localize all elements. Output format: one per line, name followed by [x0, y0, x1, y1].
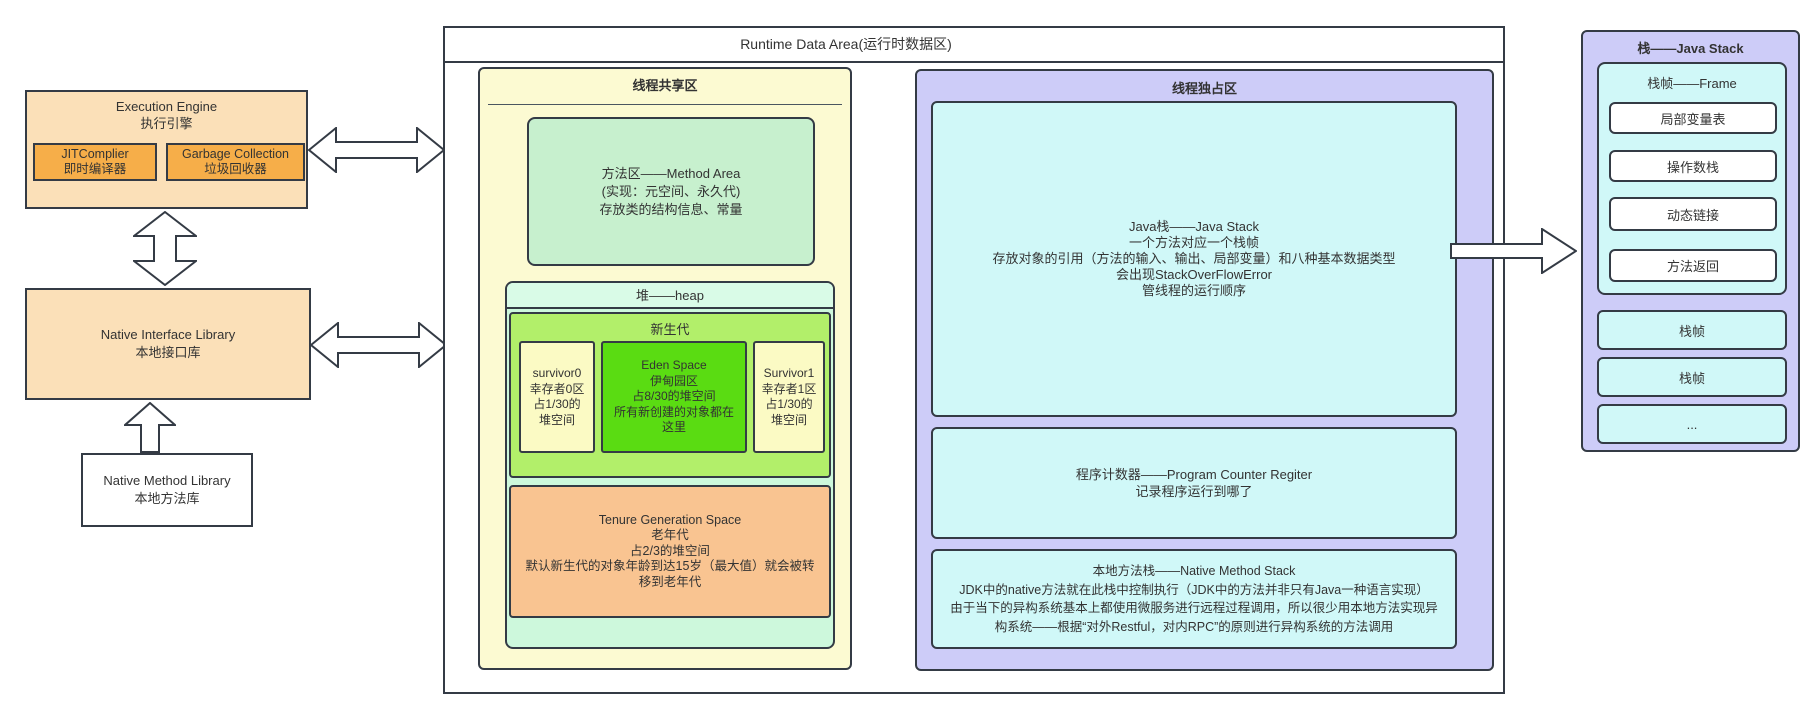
- native-method-stack-box: 本地方法栈——Native Method Stack JDK中的native方法…: [931, 549, 1457, 649]
- stack-frame-item-more: ...: [1597, 404, 1787, 444]
- native-method-stack-line: 由于当下的异构系统基本上都使用微服务进行远程过程调用，所以很少用本地方法实现异: [950, 601, 1438, 615]
- execution-engine-title-en: Execution Engine: [115, 99, 218, 114]
- stack-frame-item: 栈帧: [1597, 310, 1787, 350]
- dynamic-linking-box: 动态链接: [1609, 197, 1777, 231]
- stack-frame-item: 栈帧: [1597, 357, 1787, 397]
- eden-space-box: Eden Space 伊甸园区 占8/30的堆空间 所有新创建的对象都在 这里: [601, 341, 747, 453]
- survivor1-box: Survivor1 幸存者1区 占1/30的 堆空间: [753, 341, 825, 453]
- arrow-native-runtime: [310, 322, 447, 368]
- execution-engine-box: Execution Engine 执行引擎 JITComplier 即时编译器 …: [25, 90, 308, 209]
- survivor1-line: 幸存者1区: [761, 381, 817, 396]
- stack-frame-title: 栈帧——Frame: [1647, 76, 1737, 91]
- heap-title: 堆——heap: [507, 283, 833, 309]
- thread-shared-area-title: 线程共享区: [632, 78, 698, 93]
- java-stack-line: 会出现StackOverFlowError: [1115, 267, 1273, 282]
- execution-engine-title-zh: 执行引擎: [140, 116, 193, 131]
- stack-frame-box: 栈帧——Frame 局部变量表 操作数栈 动态链接 方法返回: [1597, 62, 1787, 295]
- heap-box: 堆——heap 新生代 survivor0 幸存者0区 占1/30的 堆空间 E…: [505, 281, 835, 649]
- arrow-engine-runtime: [308, 127, 445, 173]
- arrow-java-stack-detail: [1450, 228, 1577, 274]
- thread-shared-title-divider: [488, 104, 842, 105]
- garbage-collection-box: Garbage Collection 垃圾回收器: [166, 143, 305, 181]
- old-generation-line: 移到老年代: [638, 574, 702, 589]
- method-return-box: 方法返回: [1609, 249, 1777, 282]
- eden-line: 这里: [661, 420, 686, 435]
- old-generation-line: 老年代: [651, 528, 689, 543]
- java-stack-line: 管线程的运行顺序: [1141, 283, 1246, 298]
- java-stack-line: 一个方法对应一个栈帧: [1128, 235, 1259, 250]
- method-return-label: 方法返回: [1666, 259, 1719, 274]
- native-method-stack-line: 本地方法栈——Native Method Stack: [1092, 564, 1296, 578]
- survivor0-line: 幸存者0区: [529, 381, 585, 396]
- arrow-engine-native-interface: [133, 211, 197, 286]
- old-generation-line: 默认新生代的对象年龄到达15岁（最大值）就会被转: [525, 559, 815, 574]
- eden-line: 占8/30的堆空间: [632, 389, 716, 404]
- survivor1-line: 占1/30的: [765, 397, 813, 411]
- native-interface-library-box: Native Interface Library 本地接口库: [25, 288, 311, 400]
- native-interface-label-zh: 本地接口库: [135, 345, 201, 360]
- native-method-library-label-zh: 本地方法库: [134, 491, 200, 506]
- eden-line: Eden Space: [641, 358, 707, 373]
- thread-exclusive-area: 线程独占区 Java栈——Java Stack 一个方法对应一个栈帧 存放对象的…: [915, 69, 1494, 671]
- thread-shared-area: 线程共享区 方法区——Method Area (实现：元空间、永久代) 存放类的…: [478, 67, 852, 670]
- garbage-collection-label-zh: 垃圾回收器: [204, 162, 267, 176]
- eden-line: 所有新创建的对象都在: [613, 404, 734, 419]
- old-generation-box: Tenure Generation Space 老年代 占2/3的堆空间 默认新…: [509, 485, 831, 618]
- native-method-stack-line: JDK中的native方法就在此栈中控制执行（JDK中的方法并非只有Java一种…: [959, 582, 1429, 597]
- survivor0-box: survivor0 幸存者0区 占1/30的 堆空间: [519, 341, 595, 453]
- java-stack-panel: 栈——Java Stack 栈帧——Frame 局部变量表 操作数栈 动态链接 …: [1581, 30, 1800, 452]
- program-counter-box: 程序计数器——Program Counter Regiter 记录程序运行到哪了: [931, 427, 1457, 539]
- operand-stack-box: 操作数栈: [1609, 150, 1777, 182]
- method-area-line: (实现：元空间、永久代): [601, 183, 741, 199]
- native-method-library-label-en: Native Method Library: [103, 473, 231, 488]
- survivor1-line: Survivor1: [763, 366, 815, 380]
- young-generation-box: 新生代 survivor0 幸存者0区 占1/30的 堆空间 Eden Spac…: [509, 312, 831, 478]
- garbage-collection-label-en: Garbage Collection: [181, 146, 289, 161]
- local-variable-table-label: 局部变量表: [1660, 111, 1726, 127]
- operand-stack-label: 操作数栈: [1666, 159, 1719, 175]
- jit-compiler-box: JITComplier 即时编译器: [33, 143, 157, 181]
- jit-compiler-label-zh: 即时编译器: [63, 162, 127, 176]
- runtime-data-area-title: Runtime Data Area(运行时数据区): [740, 36, 952, 52]
- native-method-library-box: Native Method Library 本地方法库: [81, 453, 253, 527]
- runtime-data-area: Runtime Data Area(运行时数据区) 线程共享区 方法区——Met…: [443, 26, 1505, 694]
- survivor0-line: 占1/30的: [533, 397, 581, 411]
- stack-frame-more-label: ...: [1686, 416, 1698, 432]
- old-generation-line: 占2/3的堆空间: [630, 543, 710, 558]
- old-generation-line: Tenure Generation Space: [598, 512, 742, 527]
- stack-frame-item-label: 栈帧: [1678, 323, 1705, 339]
- stack-frame-item-label: 栈帧: [1678, 370, 1705, 386]
- method-area-line: 存放类的结构信息、常量: [599, 201, 743, 217]
- survivor0-line: 堆空间: [538, 412, 575, 427]
- native-method-stack-line: 构系统——根据“对外Restful，对内RPC”的原则进行异构系统的方法调用: [994, 619, 1394, 634]
- local-variable-table-box: 局部变量表: [1609, 102, 1777, 134]
- program-counter-line: 记录程序运行到哪了: [1135, 484, 1253, 499]
- runtime-data-area-titlebar: Runtime Data Area(运行时数据区): [445, 28, 1503, 63]
- eden-line: 伊甸园区: [649, 373, 698, 388]
- java-stack-line: 存放对象的引用（方法的输入、输出、局部变量）和八种基本数据类型: [992, 251, 1396, 266]
- java-stack-panel-title: 栈——Java Stack: [1637, 41, 1744, 56]
- thread-exclusive-area-title: 线程独占区: [1171, 81, 1237, 96]
- dynamic-linking-label: 动态链接: [1666, 207, 1719, 223]
- survivor1-line: 堆空间: [770, 412, 807, 427]
- survivor0-line: survivor0: [532, 366, 582, 380]
- java-stack-box: Java栈——Java Stack 一个方法对应一个栈帧 存放对象的引用（方法的…: [931, 101, 1457, 417]
- method-area-line: 方法区——Method Area: [601, 165, 741, 181]
- native-interface-label-en: Native Interface Library: [100, 327, 236, 342]
- program-counter-line: 程序计数器——Program Counter Regiter: [1075, 467, 1313, 482]
- jit-compiler-label-en: JITComplier: [61, 146, 129, 161]
- young-generation-title: 新生代: [650, 322, 690, 337]
- arrow-native-method-library-up: [124, 402, 176, 453]
- method-area-box: 方法区——Method Area (实现：元空间、永久代) 存放类的结构信息、常…: [527, 117, 815, 266]
- java-stack-line: Java栈——Java Stack: [1128, 219, 1260, 234]
